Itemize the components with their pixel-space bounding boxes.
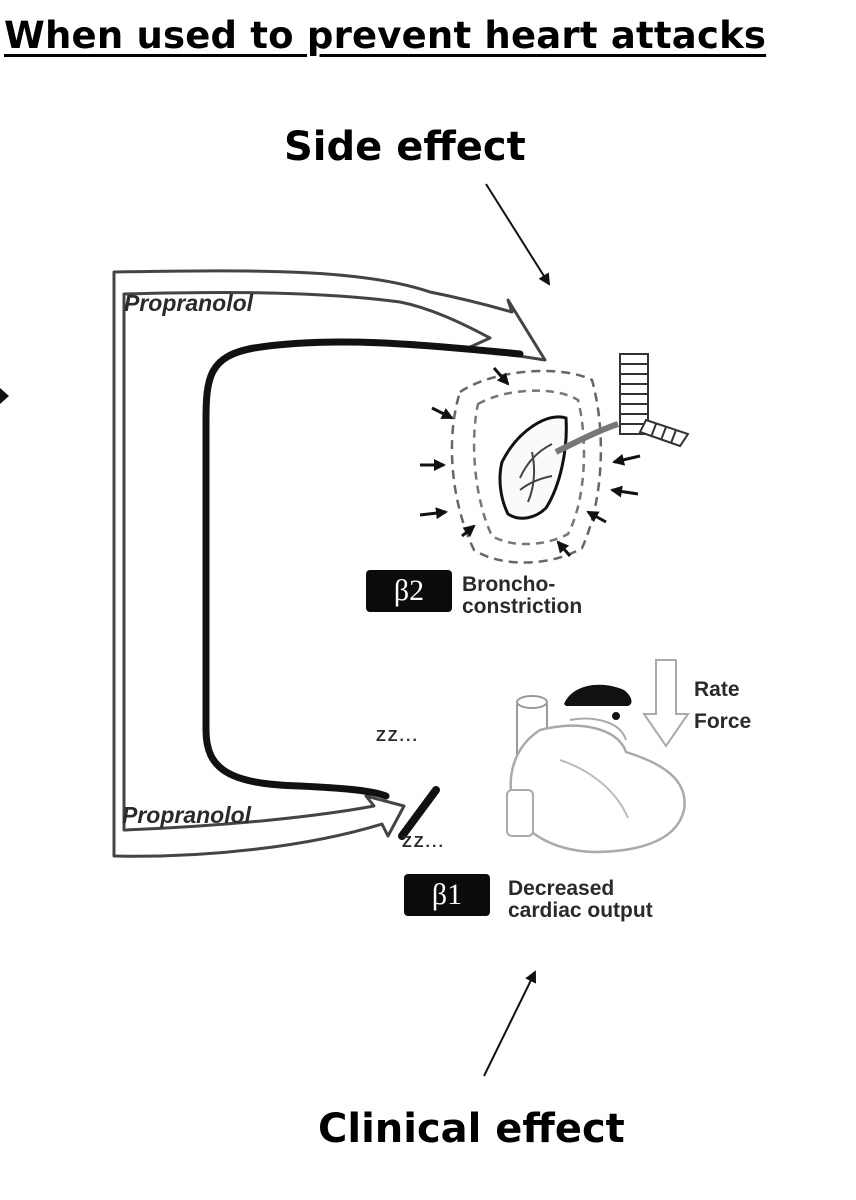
trachea-icon	[619, 353, 690, 448]
sleep-label-top: ZZ...	[376, 728, 419, 745]
effect-text-decreased-output: Decreased cardiac output	[508, 877, 653, 922]
constriction-arrows	[419, 367, 641, 557]
inner-pathway-arrow	[202, 338, 524, 800]
receptor-badge-beta1: β1	[404, 874, 490, 916]
sleep-label-bottom: ZZ...	[402, 834, 445, 851]
heart-icon	[506, 684, 686, 854]
effect-text-bronchoconstriction: Broncho- constriction	[462, 573, 583, 618]
left-edge-arrowhead	[0, 388, 9, 404]
side-effect-callout: Side effect	[284, 124, 526, 170]
outer-pathway-arrow	[112, 269, 547, 858]
receptor-badge-beta2: β2	[366, 570, 452, 612]
clinical-effect-callout: Clinical effect	[318, 1106, 625, 1152]
heart-rate-label: Rate	[694, 678, 740, 701]
decrease-arrow-icon	[642, 659, 690, 748]
drug-label-propranolol-top: Propranolol	[124, 290, 254, 316]
nightcap-icon	[564, 684, 632, 706]
clinical-effect-pointer-arrow	[483, 970, 536, 1077]
side-effect-pointer-arrow	[485, 183, 551, 286]
heart-force-label: Force	[694, 710, 752, 733]
lungs-icon	[419, 353, 690, 564]
page-title: When used to prevent heart attacks	[4, 14, 767, 57]
drug-label-propranolol-bottom: Propranolol	[122, 802, 252, 828]
blocked-receptor-bar	[398, 786, 440, 840]
